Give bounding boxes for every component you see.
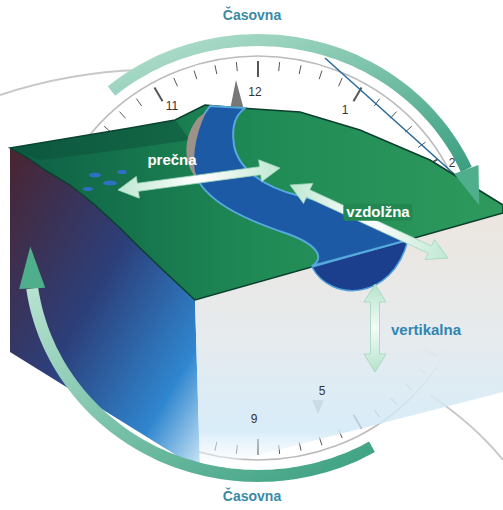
- clock-tick: [119, 112, 125, 119]
- clock-tick: [339, 78, 343, 86]
- clock-number: 12: [248, 86, 261, 99]
- dimension-label: vzdolžna: [343, 204, 412, 221]
- axis-label: Časovna: [223, 489, 281, 504]
- dimension-arrow: [290, 183, 448, 259]
- dimension-label: prečna: [147, 152, 196, 169]
- clock-number: 2: [449, 157, 456, 170]
- clock-tick: [136, 99, 141, 106]
- dimension-arrow: [118, 160, 280, 198]
- gravel-bar: [186, 112, 206, 178]
- time-arrowhead: [454, 165, 479, 205]
- clock-tick: [215, 65, 217, 74]
- clock-number: 9: [251, 413, 258, 426]
- terrain-surface: [10, 105, 503, 300]
- time-arc: [32, 288, 372, 476]
- clock-tick: [155, 87, 163, 101]
- clock-tick: [174, 78, 178, 86]
- clock-hand: [230, 80, 244, 110]
- time-arrowhead: [19, 247, 45, 289]
- dimension-arrow: [364, 284, 386, 372]
- axis-label: Časovna: [223, 8, 281, 23]
- clock-tick: [236, 62, 238, 71]
- dimension-label: vertikalna: [391, 322, 461, 339]
- clock-tick: [194, 71, 197, 80]
- dimension-arrows: [118, 160, 448, 372]
- time-arrows: [19, 40, 479, 476]
- wetland-pool: [89, 173, 101, 178]
- wetland-pool: [103, 181, 117, 186]
- clock-tick: [257, 61, 259, 77]
- time-arc: [111, 40, 466, 169]
- clock-number: 5: [319, 385, 326, 398]
- clock-number: 11: [166, 100, 178, 113]
- wetland-pool: [83, 187, 93, 191]
- wetland-pool: [117, 170, 127, 174]
- clock-tick: [299, 65, 301, 74]
- clock-tick: [319, 71, 322, 80]
- clock-tick: [278, 62, 280, 71]
- clock-number: 1: [342, 104, 349, 117]
